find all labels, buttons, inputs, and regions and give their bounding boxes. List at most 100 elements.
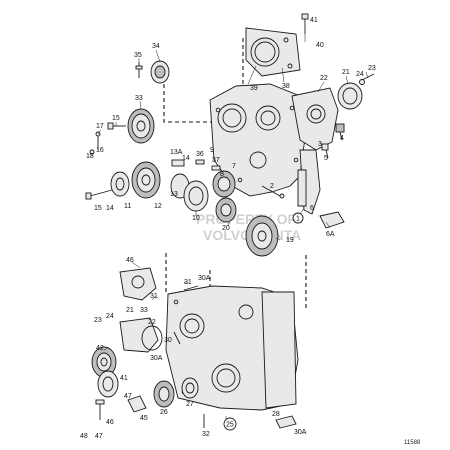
- pulley-45: [91, 346, 117, 378]
- sender-4: [335, 123, 345, 141]
- pipe-48: [127, 395, 147, 413]
- pump-housing: [291, 87, 339, 215]
- callout-37: 34: [152, 43, 160, 50]
- callout-13A: 13A: [170, 149, 183, 156]
- idler-pulley-37: [150, 60, 170, 84]
- callout-46: 46: [126, 257, 134, 264]
- callout-30A: 30A: [294, 429, 307, 436]
- stud-19-20: [89, 131, 101, 155]
- callout-9: 9: [210, 147, 214, 154]
- callout-4: 4: [340, 135, 344, 142]
- gasket-6A: [319, 211, 345, 229]
- callout-47: 47: [124, 393, 132, 400]
- idler-gear-9: [212, 170, 236, 198]
- callout-6A: 6A: [326, 231, 335, 238]
- small-gear-39-40: [195, 159, 221, 171]
- callout-21: 19: [286, 237, 294, 244]
- callout-36: 33: [135, 95, 143, 102]
- damper-28: [153, 380, 175, 408]
- callout-35: 32: [202, 431, 210, 438]
- callout-23b: 21: [126, 307, 134, 314]
- callout-2: 2: [270, 183, 274, 190]
- fitting-5: [325, 149, 329, 159]
- callout-16: 14: [182, 155, 190, 162]
- callout-15: 15: [94, 205, 102, 212]
- callout-8: 8: [220, 171, 224, 178]
- callout-28: 26: [160, 409, 168, 416]
- callout-1-circle: [292, 212, 304, 224]
- callout-39: 36: [196, 151, 204, 158]
- seal-29: [181, 377, 199, 399]
- callout-27: 25: [226, 422, 234, 429]
- callout-13: 13: [170, 191, 178, 198]
- callout-6: 6: [310, 205, 314, 212]
- bracket-2: [261, 185, 285, 199]
- callout-11: 11: [124, 203, 131, 210]
- gear-22: [215, 197, 237, 223]
- pump-cover-23: [337, 82, 363, 110]
- callout-24b: 22: [148, 319, 156, 326]
- callout-23: 21: [342, 69, 350, 76]
- crank-gear-12: [131, 161, 161, 199]
- callout-38: 35: [134, 52, 142, 59]
- pump-housing-lower: [119, 317, 163, 353]
- callout-1: 1: [296, 216, 300, 223]
- reference-number: 11588: [404, 440, 421, 446]
- callout-19: 17: [96, 123, 104, 130]
- callout-51: 48: [80, 433, 88, 440]
- callout-14: 14: [106, 205, 114, 212]
- watermark-line-1: PROPERTY OF: [196, 211, 297, 227]
- callout-45: 42: [96, 345, 104, 352]
- cover-plate: [245, 27, 301, 77]
- callout-26b: 24: [106, 313, 114, 320]
- bolt-49-50-51: [95, 399, 105, 420]
- gear-21: [245, 215, 279, 257]
- callout-33b: 30A: [150, 355, 163, 362]
- callout-44: 41: [310, 17, 318, 24]
- plate-30: [261, 291, 297, 409]
- bolt-15-14: [85, 189, 113, 200]
- callout-42: 39: [250, 85, 258, 92]
- callout-36b: 33: [140, 307, 148, 314]
- dowel-3: [321, 143, 329, 151]
- pin-38: [135, 62, 143, 78]
- callout-29: 27: [186, 401, 194, 408]
- callout-10: 10: [192, 215, 200, 222]
- callout-48: 45: [140, 415, 148, 422]
- hub-44-47: [97, 370, 119, 398]
- callout-3: 3: [318, 141, 322, 148]
- callout-34: 31: [184, 279, 192, 286]
- callout-31: 31: [150, 293, 158, 300]
- pipe-6: [297, 169, 307, 207]
- callout-50: 47: [95, 433, 103, 440]
- hub-11: [110, 171, 130, 197]
- callout-5: 5: [324, 155, 328, 162]
- callout-33: 30A: [198, 275, 211, 282]
- callout-22: 20: [222, 225, 230, 232]
- gear-36: [127, 108, 155, 144]
- callout-20: 18: [86, 153, 94, 160]
- bolt-17: [107, 122, 126, 130]
- callout-44b: 41: [120, 375, 128, 382]
- bolt-top: [301, 13, 309, 34]
- pump-46: [119, 267, 157, 301]
- callout-25b: 23: [94, 317, 102, 324]
- callout-24: 22: [320, 75, 328, 82]
- callout-32: 30: [164, 337, 172, 344]
- callout-25: 23: [368, 65, 376, 72]
- callout-43: 40: [316, 42, 324, 49]
- gasket-30A: [275, 415, 297, 429]
- callout-labels: 34 35 33 15 17 18 16 13A 14 36 37 9 8 7 …: [80, 17, 421, 446]
- callout-7: 7: [232, 163, 236, 170]
- callout-17: 15: [112, 115, 120, 122]
- callout-12: 12: [154, 203, 162, 210]
- callout-30: 28: [272, 411, 280, 418]
- bolt-25-26: [359, 73, 375, 85]
- bolts-35-34-32: [173, 285, 205, 428]
- callout-18: 16: [96, 147, 104, 154]
- timing-gear-housing: [209, 83, 307, 197]
- ring-10: [183, 180, 209, 212]
- callout-49: 46: [106, 419, 114, 426]
- callout-40: 37: [212, 157, 220, 164]
